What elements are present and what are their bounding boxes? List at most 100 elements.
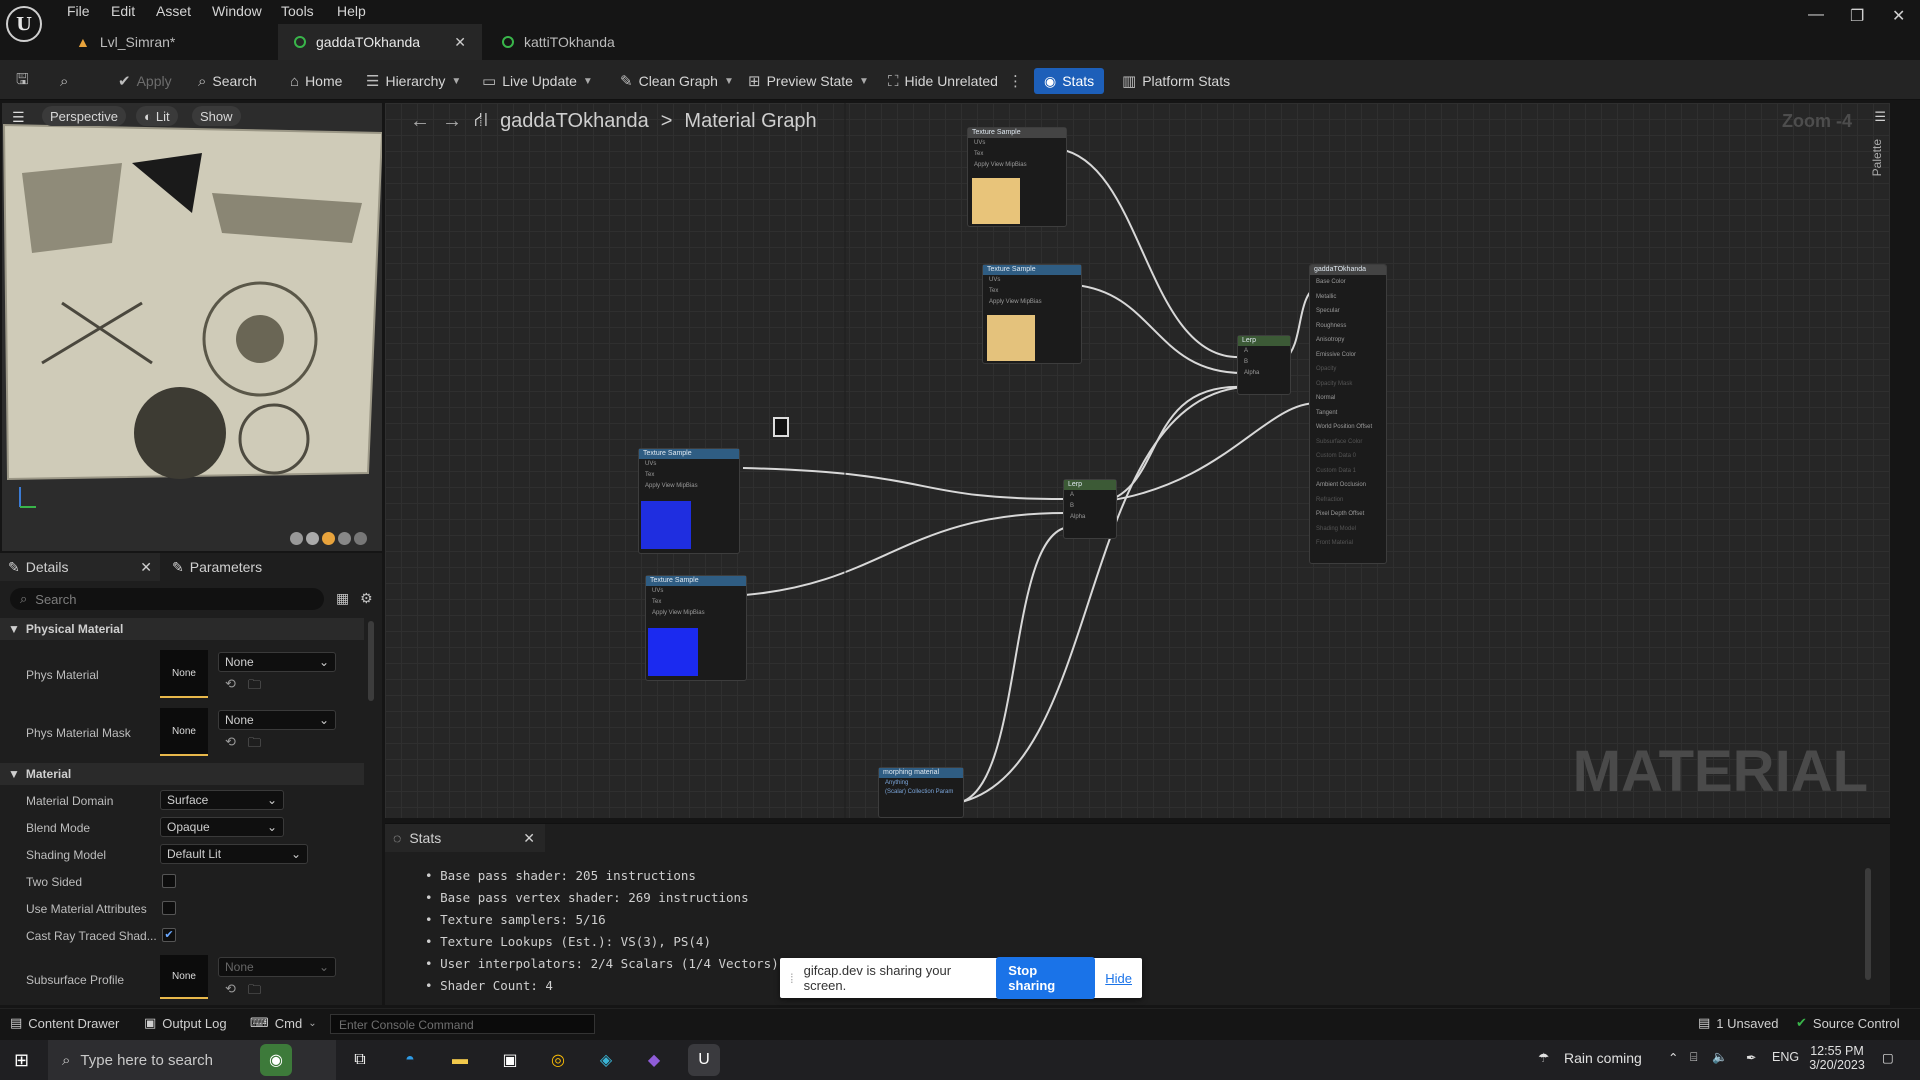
pen-icon[interactable]: ✒ <box>1746 1051 1757 1065</box>
result-pin[interactable]: Normal <box>1316 395 1336 401</box>
unreal-engine-taskbar-icon[interactable]: U <box>688 1044 720 1076</box>
preview-state-button[interactable]: ⊞Preview State▼ <box>748 68 869 94</box>
cmd-dropdown[interactable]: ⌨Cmd⌄ <box>250 1015 317 1031</box>
tab-material-active[interactable]: gaddaTOkhanda ✕ <box>278 24 482 60</box>
file-explorer-icon[interactable]: ▬ <box>452 1051 468 1068</box>
details-search-input[interactable]: ⌕Search <box>10 588 324 610</box>
phys-material-mask-thumbnail[interactable]: None <box>160 708 208 756</box>
menu-file[interactable]: File <box>67 3 90 19</box>
table-view-icon[interactable]: ▦ <box>336 590 350 606</box>
result-pin[interactable]: Base Color <box>1316 279 1346 285</box>
tab-stats[interactable]: ◌ Stats ✕ <box>385 824 545 852</box>
collection-parameter-node[interactable]: morphing material Anything (Scalar) Coll… <box>878 767 964 818</box>
phys-material-thumbnail[interactable]: None <box>160 650 208 698</box>
two-sided-checkbox[interactable] <box>162 874 176 888</box>
search-button[interactable]: ⌕Search <box>198 68 257 94</box>
result-pin[interactable]: Custom Data 0 <box>1316 453 1357 459</box>
teapot-icon[interactable] <box>354 532 367 545</box>
node-pin[interactable]: B <box>1244 359 1249 365</box>
weather-text[interactable]: Rain coming <box>1564 1050 1642 1066</box>
reset-icon[interactable]: ⟲ <box>225 981 236 996</box>
result-pin[interactable]: Opacity Mask <box>1316 380 1353 387</box>
perspective-button[interactable]: Perspective <box>42 106 126 126</box>
restore-icon[interactable]: ❐ <box>1850 8 1865 25</box>
material-domain-dropdown[interactable]: Surface⌄ <box>160 790 284 810</box>
browse-folder-icon[interactable]: 🗀 <box>248 982 262 997</box>
language-indicator[interactable]: ENG <box>1772 1050 1800 1064</box>
notifications-icon[interactable]: ▢ <box>1882 1051 1894 1065</box>
edge-browser-icon[interactable]: ◓ <box>405 1051 415 1068</box>
node-pin[interactable]: A <box>1070 492 1075 498</box>
tray-chevron-icon[interactable]: ⌃ <box>1668 1051 1679 1065</box>
unsaved-button[interactable]: ▤1 Unsaved <box>1698 1015 1778 1031</box>
result-pin[interactable]: Tangent <box>1316 409 1338 416</box>
node-pin[interactable]: Apply View MipBias <box>645 483 698 489</box>
result-pin[interactable]: Metallic <box>1316 293 1337 300</box>
clock[interactable]: 12:55 PM 3/20/2023 <box>1808 1044 1866 1072</box>
viewport-menu-icon[interactable]: ☰ <box>12 109 25 125</box>
result-pin[interactable]: Specular <box>1316 308 1340 314</box>
task-view-icon[interactable]: ⧉ <box>354 1051 366 1068</box>
node-pin[interactable]: A <box>1244 348 1249 354</box>
lerp-node[interactable]: Lerp A B Alpha <box>1063 479 1117 539</box>
blend-mode-dropdown[interactable]: Opaque⌄ <box>160 817 284 837</box>
source-control-button[interactable]: ✔Source Control <box>1796 1015 1900 1031</box>
node-pin[interactable]: Alpha <box>1244 370 1260 376</box>
content-drawer-button[interactable]: ▤Content Drawer <box>10 1015 119 1031</box>
platform-stats-button[interactable]: ▥Platform Stats <box>1122 68 1230 94</box>
browse-folder-icon[interactable]: 🗀 <box>248 677 262 692</box>
result-pin[interactable]: Roughness <box>1316 322 1347 329</box>
result-pin[interactable]: Subsurface Color <box>1316 438 1363 445</box>
reset-icon[interactable]: ⟲ <box>225 734 236 749</box>
windows-start-icon[interactable]: ⊞ <box>14 1050 30 1070</box>
result-pin[interactable]: Refraction <box>1316 496 1344 503</box>
texture-sample-node[interactable]: Texture Sample UVs Tex Apply View MipBia… <box>645 575 747 681</box>
menu-edit[interactable]: Edit <box>111 3 136 19</box>
menu-tools[interactable]: Tools <box>281 3 314 19</box>
app-icon[interactable]: ◈ <box>599 1052 613 1069</box>
node-pin[interactable]: Tex <box>652 599 662 605</box>
menu-window[interactable]: Window <box>212 3 262 19</box>
tab-material-2[interactable]: kattiTOkhanda <box>486 24 686 60</box>
volume-icon[interactable]: 🔈 <box>1712 1050 1728 1064</box>
result-pin[interactable]: Ambient Occlusion <box>1316 482 1367 488</box>
tab-level[interactable]: ▲ Lvl_Simran* <box>60 24 276 60</box>
browse-folder-icon[interactable]: 🗀 <box>248 735 262 750</box>
home-button[interactable]: ⌂Home <box>290 68 342 94</box>
result-pin[interactable]: World Position Offset <box>1316 424 1373 430</box>
result-pin[interactable]: Front Material <box>1316 540 1354 546</box>
lit-button[interactable]: ◐Lit <box>136 106 178 126</box>
stats-button[interactable]: ◉Stats <box>1034 68 1105 94</box>
node-pin[interactable]: UVs <box>989 277 1001 283</box>
cube-icon[interactable] <box>338 532 351 545</box>
result-pin[interactable]: Opacity <box>1316 366 1337 372</box>
sphere-icon[interactable] <box>306 532 319 545</box>
visual-studio-icon[interactable]: ◆ <box>647 1052 661 1069</box>
texture-sample-node[interactable]: Texture Sample UVs Tex Apply View MipBia… <box>982 264 1082 364</box>
node-pin[interactable]: Tex <box>989 288 999 294</box>
preview-viewport[interactable]: ☰ Perspective ◐Lit Show <box>2 103 382 551</box>
stats-scrollbar[interactable] <box>1865 868 1871 980</box>
phys-material-mask-dropdown[interactable]: None⌄ <box>218 710 336 730</box>
reset-icon[interactable]: ⟲ <box>225 676 236 691</box>
live-update-button[interactable]: ▭Live Update▼ <box>482 68 593 94</box>
drag-handle-icon[interactable]: ⁞ <box>790 970 794 986</box>
breadcrumb-graph[interactable]: Material Graph <box>684 110 817 132</box>
node-pin[interactable]: Apply View MipBias <box>652 610 705 616</box>
unreal-logo-icon[interactable]: U <box>6 6 42 42</box>
close-icon[interactable]: ✕ <box>523 829 535 846</box>
node-pin[interactable]: Alpha <box>1070 514 1086 520</box>
palette-tab[interactable]: Palette <box>1870 139 1884 177</box>
hide-link[interactable]: Hide <box>1105 970 1132 986</box>
cylinder-icon[interactable] <box>290 532 303 545</box>
details-scrollbar[interactable] <box>368 621 374 701</box>
clean-graph-button[interactable]: ✎Clean Graph▼ <box>620 68 734 94</box>
back-arrow-icon[interactable]: ← <box>410 110 430 132</box>
tab-parameters[interactable]: ✎ Parameters <box>164 553 270 581</box>
menu-help[interactable]: Help <box>337 3 366 19</box>
result-pin[interactable]: Shading Model <box>1316 525 1357 532</box>
cast-ray-traced-checkbox[interactable]: ✔ <box>162 928 176 942</box>
lerp-node[interactable]: Lerp A B Alpha <box>1237 335 1291 395</box>
category-material[interactable]: ▼Material <box>0 763 364 785</box>
